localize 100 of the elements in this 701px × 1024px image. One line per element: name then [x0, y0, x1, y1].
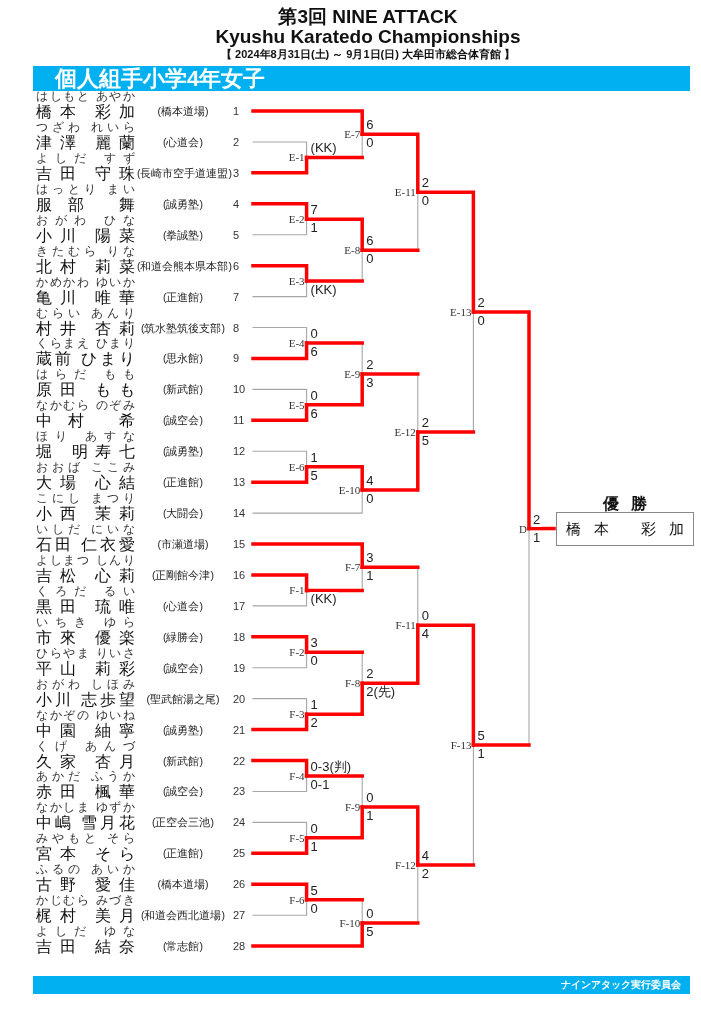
match-score: 0 [365, 790, 375, 805]
club-name: (聖武館湯之尾) [145, 691, 221, 707]
match-code: E-12 [394, 425, 416, 438]
name-reading: はしもと あやか [36, 91, 135, 102]
club-name: (誠勇塾) [162, 196, 204, 212]
name-reading: きたむら りな [36, 245, 135, 257]
entry-number: 8 [233, 320, 240, 336]
match-code: E-4 [288, 336, 305, 349]
match-score: 2(先) [365, 685, 397, 700]
match-code: F-2 [289, 646, 305, 659]
name-reading: ひらやま りいさ [36, 647, 135, 659]
match-score: 1 [309, 839, 319, 854]
match-score: 4 [420, 848, 431, 863]
club-name: (誠空会) [162, 413, 204, 429]
bracket-line [527, 526, 556, 531]
club-name: (大闘会) [162, 506, 204, 522]
name-reading: むらい あんり [36, 307, 135, 319]
entry-number: 5 [233, 227, 240, 243]
category-title: 個人組手小学4年女子 [55, 66, 266, 91]
entry-number: 22 [233, 753, 246, 769]
match-code: E-13 [450, 306, 472, 319]
entry-number: 20 [233, 691, 246, 707]
match-score: 5 [309, 468, 319, 483]
name-reading: よしだ ゆな [36, 926, 135, 938]
name-reading: いちき ゆら [36, 616, 135, 628]
match-score: 1 [309, 450, 319, 465]
entry-number: 28 [233, 939, 246, 955]
player-name: 平山 莉彩 [36, 659, 135, 678]
match-code: F-13 [450, 739, 472, 752]
match-code: E-2 [288, 213, 305, 226]
match-score: 6 [309, 344, 319, 359]
entry-number: 6 [233, 258, 240, 274]
entry-number: 16 [233, 567, 246, 583]
player-name: 津澤 麗蘭 [36, 133, 135, 152]
entry-number: 17 [233, 598, 246, 614]
bracket-line [252, 651, 308, 669]
bracket-line [251, 573, 309, 593]
entry-number: 13 [233, 475, 246, 491]
match-code: E-8 [344, 244, 361, 257]
club-name: (正進館) [162, 289, 204, 305]
entry-number: 14 [233, 506, 246, 522]
player-name: 古野 愛佳 [36, 875, 135, 895]
bracket-line [251, 263, 309, 283]
player-name: 蔵前 ひまり [36, 350, 135, 369]
entry-number: 27 [233, 908, 246, 924]
match-code: F-10 [339, 916, 361, 929]
player-name: 亀川 唯華 [36, 288, 135, 307]
bracket-line [251, 921, 364, 948]
bracket-line [251, 882, 309, 902]
match-code: F-5 [289, 831, 305, 844]
club-name: (新武館) [162, 382, 204, 398]
club-name: (正空会三池) [151, 815, 215, 831]
match-code: E-10 [338, 483, 361, 496]
bracket-line [251, 155, 309, 175]
club-name: (思永館) [162, 351, 204, 367]
entry-number: 10 [233, 382, 246, 398]
name-reading: なかしま ゆずか [36, 802, 135, 814]
match-code: F-1 [289, 584, 305, 597]
match-score: 0 [309, 821, 319, 836]
club-name: (橋本道場) [156, 877, 210, 893]
name-reading: ほり あすな [36, 431, 135, 443]
club-name: (正進館) [162, 846, 204, 862]
match-code: E-5 [288, 398, 305, 411]
entry-number: 9 [233, 351, 240, 367]
player-name: 吉松 心莉 [36, 566, 135, 585]
bracket-line [252, 589, 308, 607]
player-name: 服部 舞 [36, 195, 135, 214]
player-name: 大場 心結 [36, 473, 135, 493]
club-name: (誠勇塾) [162, 444, 204, 460]
player-name: 小川 陽菜 [36, 226, 135, 245]
club-name: (新武館) [162, 753, 204, 769]
bracket-line [304, 217, 364, 252]
club-name: (心道会) [162, 134, 204, 150]
player-name: 吉田 結奈 [36, 938, 135, 957]
match-code: D [519, 522, 527, 535]
player-name: 宮本 そら [36, 844, 135, 864]
bracket-line [251, 341, 309, 361]
name-reading: かじむら みづき [36, 895, 135, 907]
match-score: 2 [420, 866, 431, 881]
bracket-line [251, 635, 309, 655]
match-code: F-12 [395, 858, 416, 871]
club-name: (和道会西北道場) [140, 908, 226, 924]
name-reading: つざわ れいら [36, 121, 135, 133]
player-name: 赤田 楓華 [36, 782, 135, 801]
match-code: F-9 [344, 800, 361, 813]
match-score: 5 [420, 433, 431, 448]
match-code: E-9 [344, 367, 361, 380]
match-score: 0 [309, 901, 319, 916]
match-code: E-1 [288, 151, 305, 164]
name-reading: いしだ にいな [36, 524, 135, 535]
entry-number: 7 [233, 289, 240, 305]
match-score: 5 [309, 883, 319, 898]
club-name: (誠空会) [162, 784, 204, 800]
player-name: 吉田 守珠 [36, 164, 135, 183]
match-score: 1 [365, 808, 375, 823]
match-score: (KK) [309, 141, 338, 156]
club-name: (正剛館今津) [151, 567, 215, 583]
match-score: 2 [365, 357, 375, 372]
bracket-line [252, 218, 308, 236]
name-reading: おおば ここみ [36, 462, 135, 474]
